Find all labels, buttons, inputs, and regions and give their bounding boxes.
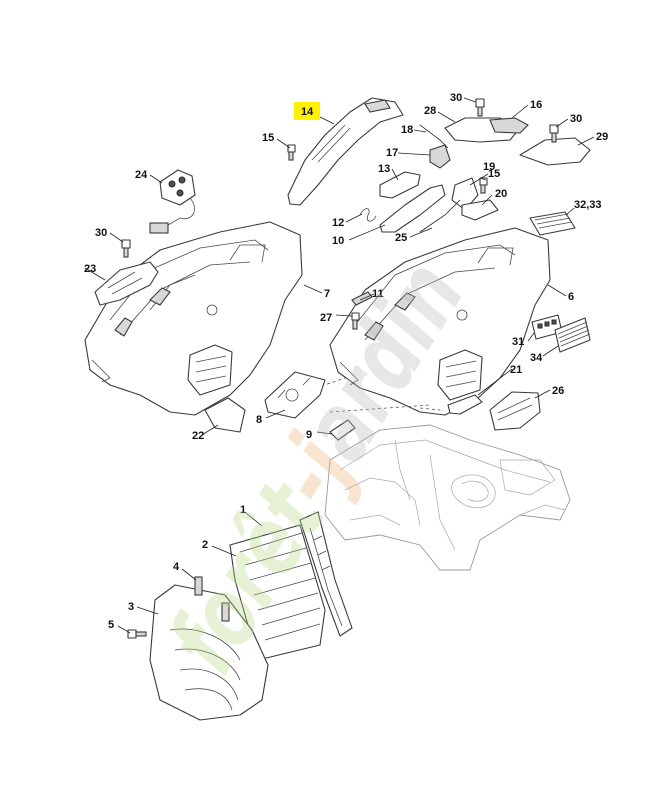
- part-4-bolt: [194, 576, 230, 622]
- part-12-spring: [359, 208, 377, 222]
- part-25-wire: [419, 199, 461, 233]
- callout-27: 27: [320, 312, 332, 324]
- engine-housing: [324, 424, 571, 571]
- part-29-cover: [519, 137, 591, 166]
- screw-15-right: [479, 177, 488, 194]
- part-10-lever: [379, 184, 446, 233]
- callout-30-right: 30: [570, 113, 582, 125]
- callout-16: 16: [530, 99, 542, 111]
- callout-9: 9: [306, 429, 312, 441]
- callout-labels: 14 1 2 3 4 5 6 7 8 9 10 11 12 13 15 15 1…: [84, 92, 608, 631]
- callout-22: 22: [192, 430, 204, 442]
- callout-25: 25: [395, 232, 407, 244]
- screw-15-left: [287, 144, 296, 161]
- part-9: [329, 419, 356, 441]
- part-16-button: [489, 117, 529, 134]
- screw-27: [351, 312, 360, 330]
- callout-28: 28: [424, 105, 436, 117]
- part-1-filter-frame: [299, 511, 353, 637]
- part-23-panel: [94, 261, 159, 306]
- part-20: [461, 199, 499, 221]
- callout-8: 8: [256, 414, 262, 426]
- callout-15-right: 15: [488, 168, 500, 180]
- callout-6: 6: [568, 291, 574, 303]
- callout-4: 4: [173, 561, 180, 573]
- part-24-switch: [159, 169, 196, 206]
- callout-21: 21: [510, 364, 522, 376]
- callout-7: 7: [324, 288, 330, 300]
- callout-2: 2: [202, 539, 208, 551]
- callout-12: 12: [332, 217, 344, 229]
- callout-1: 1: [240, 504, 246, 516]
- part-8-gasket: [264, 371, 326, 419]
- callout-13: 13: [378, 163, 390, 175]
- part-2-filter-element: [229, 524, 326, 661]
- callout-14: 14: [301, 106, 314, 118]
- part-13-lever: [379, 171, 421, 199]
- callout-19: 19: [483, 161, 495, 173]
- highlight-box-14: [294, 102, 320, 120]
- callout-11: 11: [372, 288, 384, 300]
- part-14-handle-cover: [287, 97, 404, 206]
- screw-30-left: [121, 239, 131, 258]
- right-shroud: [329, 227, 551, 416]
- callout-18: 18: [401, 124, 413, 136]
- part-22: [204, 397, 246, 433]
- screw-30-right: [549, 124, 559, 143]
- leader-lines: [84, 97, 595, 634]
- callout-15-left: 15: [262, 132, 274, 144]
- part-21: [447, 394, 483, 415]
- callout-10: 10: [332, 235, 344, 247]
- callout-24: 24: [135, 169, 148, 181]
- callout-29: 29: [596, 131, 608, 143]
- callout-30-top: 30: [450, 92, 462, 104]
- callout-32-33: 32,33: [574, 199, 602, 211]
- screw-30-top: [475, 98, 485, 117]
- part-34-grille: [554, 317, 591, 353]
- callout-26: 26: [552, 385, 564, 397]
- callout-23: 23: [84, 263, 96, 275]
- part-17: [429, 144, 451, 169]
- callout-20: 20: [495, 188, 507, 200]
- part-32-33-grille: [529, 211, 576, 236]
- part-11: [351, 291, 373, 306]
- callout-3: 3: [128, 601, 134, 613]
- part-3-filter-cover: [149, 584, 269, 721]
- callout-34: 34: [530, 352, 543, 364]
- callout-5: 5: [108, 619, 114, 631]
- callout-31: 31: [512, 336, 524, 348]
- part-18-rod: [419, 124, 449, 149]
- left-shroud: [84, 221, 303, 416]
- callout-17: 17: [386, 147, 398, 159]
- part-26: [489, 391, 541, 431]
- part-5-screw: [127, 629, 147, 639]
- callout-30-left: 30: [95, 227, 107, 239]
- alignment-line: [329, 404, 431, 413]
